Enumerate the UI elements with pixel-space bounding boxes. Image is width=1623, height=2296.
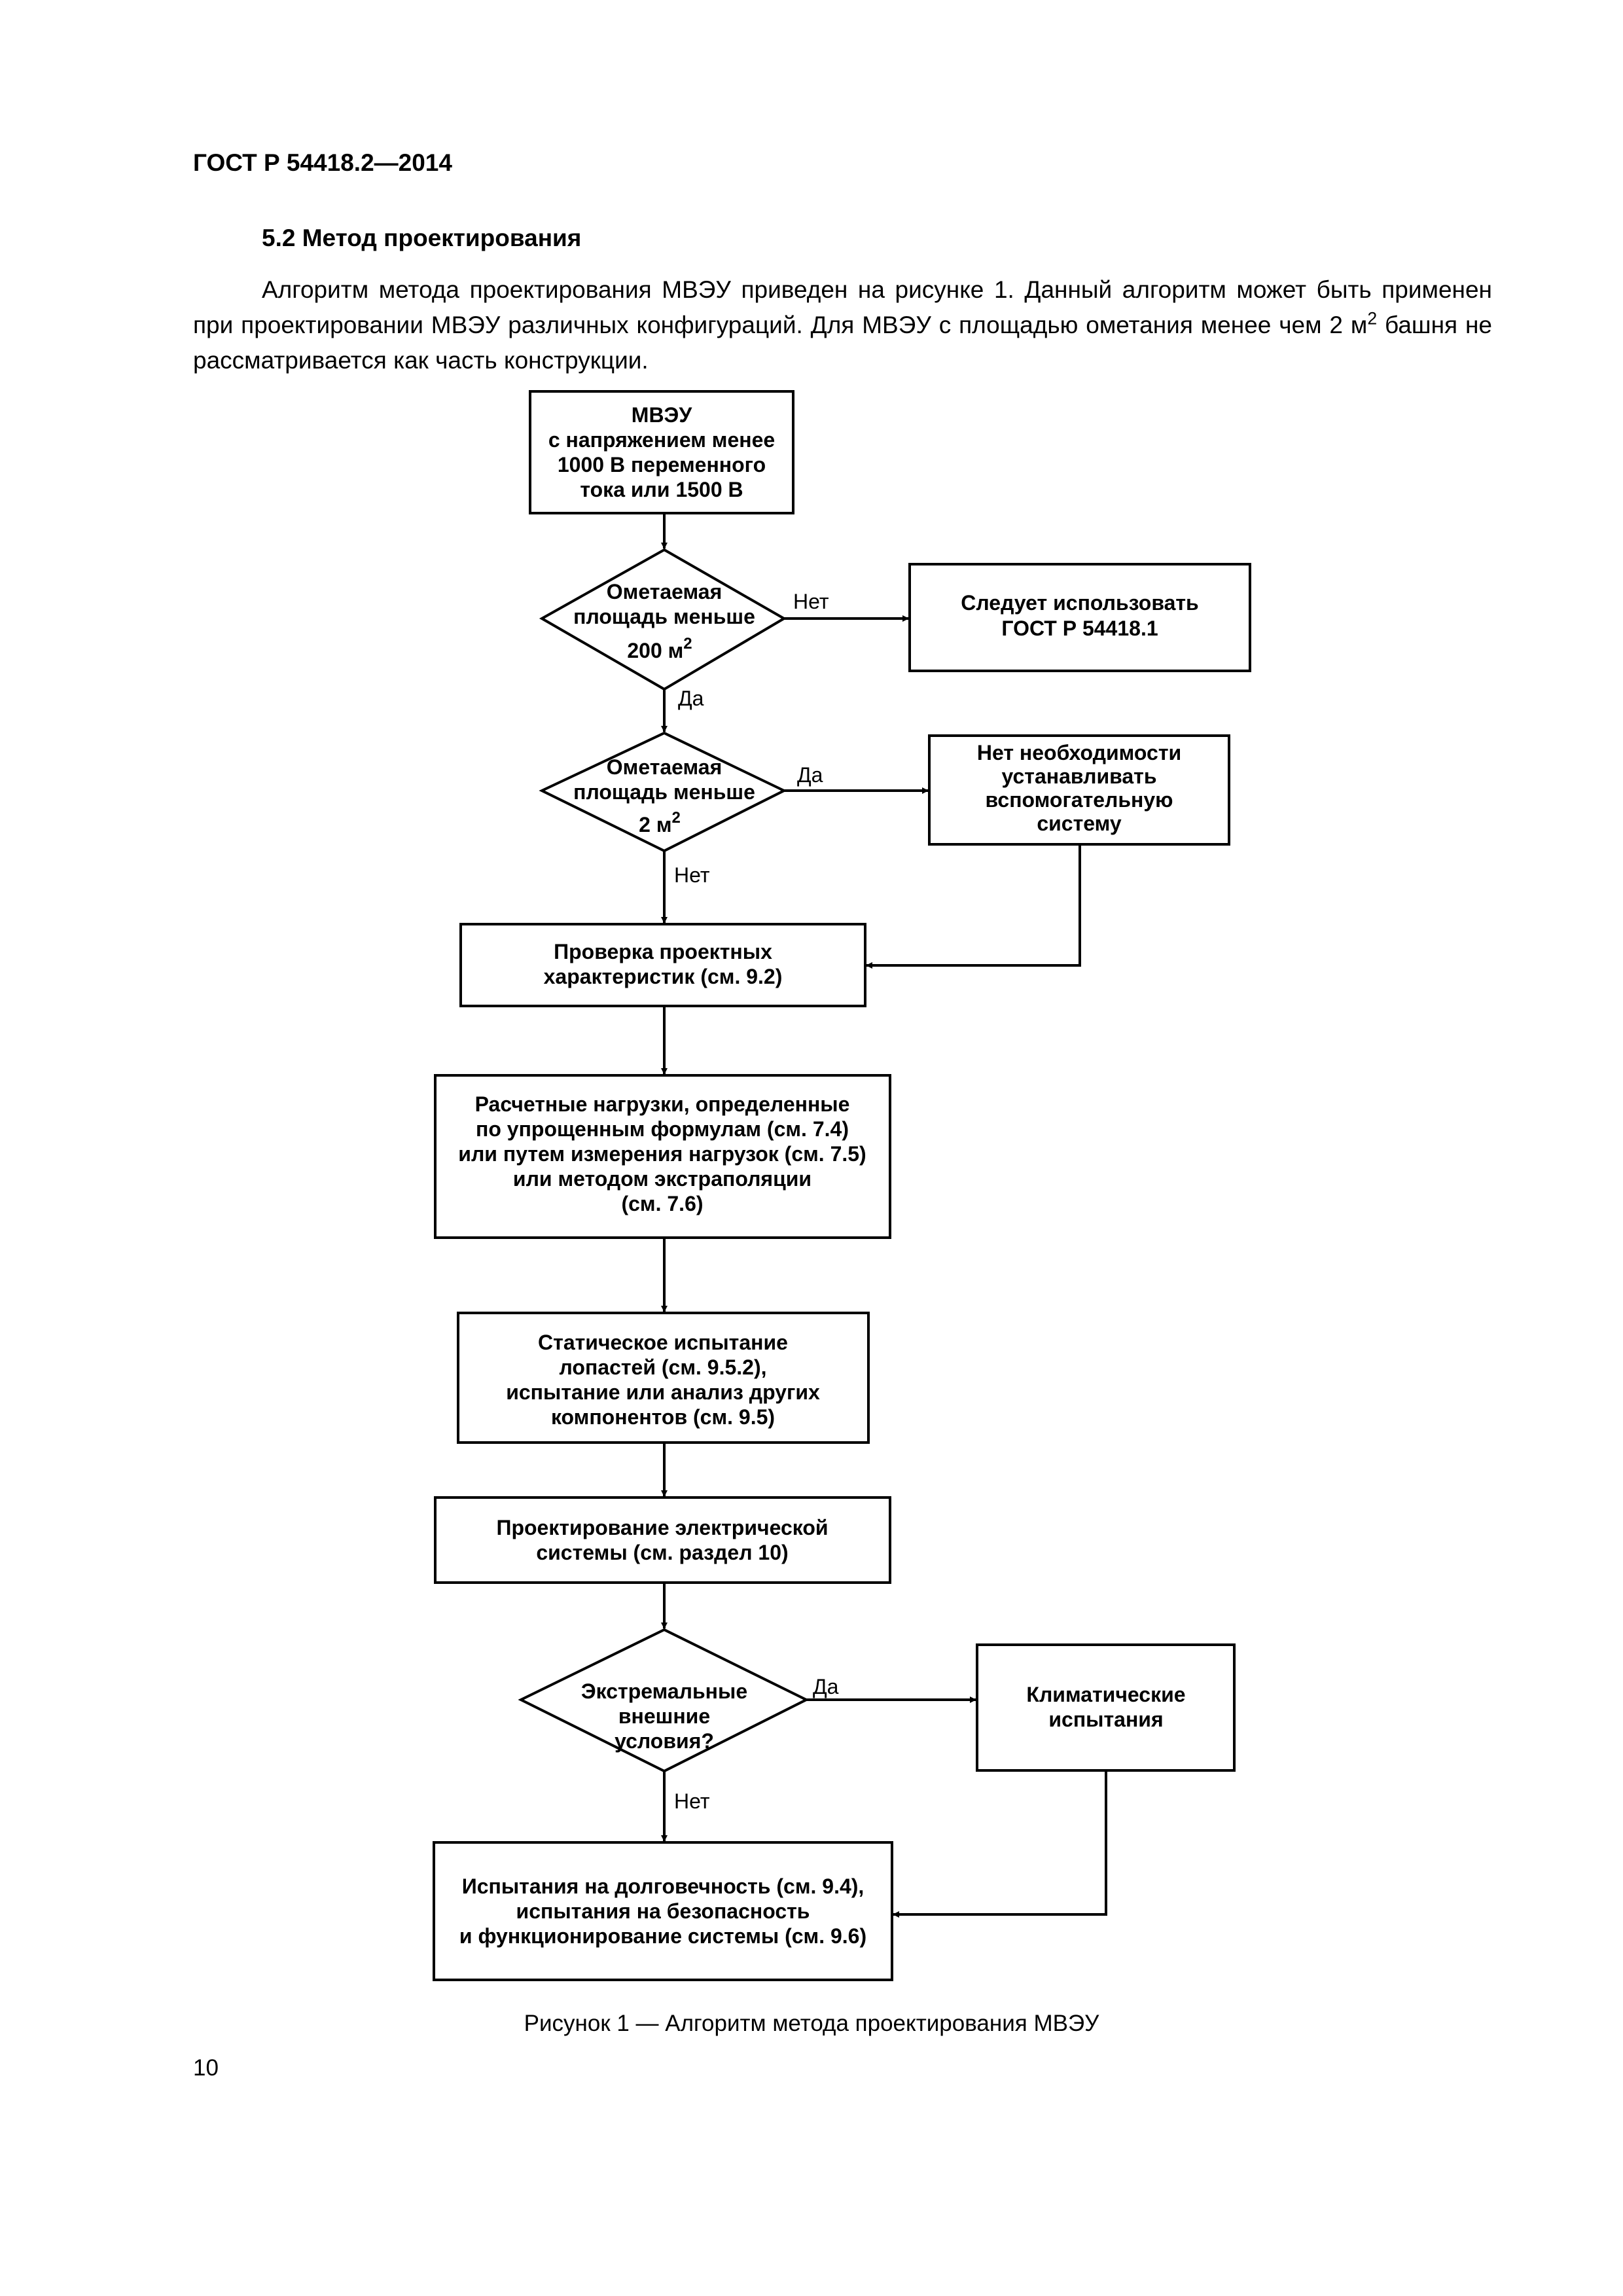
- d2-line-3: 2 м2: [639, 809, 681, 836]
- intro-paragraph: Алгоритм метода проектирования МВЭУ прив…: [193, 272, 1492, 378]
- start-line-2: с напряжением менее: [548, 428, 775, 452]
- start-line-3: 1000 В переменного: [558, 453, 766, 476]
- electric-line-1: Проектирование электрической: [496, 1516, 828, 1539]
- noneed-line-1: Нет необходимости: [977, 741, 1181, 764]
- climate-line-1: Климатические: [1026, 1683, 1185, 1706]
- d1-no-label: Нет: [793, 590, 829, 613]
- noneed-line-3: вспомогательную: [986, 788, 1173, 812]
- d2-line-3-text: 2 м: [639, 813, 671, 836]
- paragraph-superscript: 2: [1367, 308, 1378, 329]
- page-number: 10: [193, 2055, 219, 2081]
- climate-line-2: испытания: [1048, 1708, 1163, 1731]
- final-line-3: и функционирование системы (см. 9.6): [459, 1924, 866, 1948]
- d2-no-label: Нет: [674, 863, 710, 887]
- d1-line-3-sup: 2: [683, 635, 692, 653]
- d3-line-1: Экстремальные: [581, 1679, 747, 1703]
- paragraph-text-1: Алгоритм метода проектирования МВЭУ прив…: [193, 276, 1492, 338]
- electric-box: [434, 1496, 891, 1584]
- start-line-1: МВЭУ: [632, 403, 693, 427]
- gost-line-2: ГОСТ Р 54418.1: [1001, 617, 1158, 640]
- gost-box: [908, 563, 1251, 672]
- static-line-3: испытание или анализ других: [506, 1380, 820, 1404]
- static-line-4: компонентов (см. 9.5): [551, 1405, 775, 1429]
- d3-line-2: внешние: [618, 1704, 710, 1728]
- start-box: [529, 390, 794, 514]
- gost-line-1: Следует использовать: [961, 591, 1198, 615]
- document-header: ГОСТ Р 54418.2—2014: [193, 149, 452, 176]
- loads-line-4: или методом экстраполяции: [513, 1167, 812, 1191]
- d2-yes-label: Да: [797, 763, 823, 787]
- final-box: [433, 1841, 893, 1981]
- loads-line-3: или путем измерения нагрузок (см. 7.5): [458, 1142, 866, 1166]
- connector-noneed-check: [866, 844, 1081, 969]
- static-line-2: лопастей (см. 9.5.2),: [559, 1355, 766, 1379]
- d2-line-2: площадь меньше: [573, 780, 755, 804]
- loads-line-1: Расчетные нагрузки, определенные: [475, 1092, 850, 1116]
- d3-no-label: Нет: [674, 1789, 710, 1813]
- noneed-line-4: систему: [1037, 812, 1122, 835]
- d1-line-1: Ометаемая: [607, 580, 722, 603]
- d1-line-3-text: 200 м: [627, 639, 683, 662]
- loads-box: [434, 1074, 891, 1239]
- check-line-1: Проверка проектных: [554, 940, 772, 963]
- connector-climate-final: [893, 1770, 1107, 1918]
- figure-caption: Рисунок 1 — Алгоритм метода проектирован…: [524, 2011, 1099, 2036]
- section-title: 5.2 Метод проектирования: [262, 224, 582, 251]
- d3-line-3: условия?: [615, 1729, 714, 1753]
- d1-line-2: площадь меньше: [573, 605, 755, 628]
- start-line-4: тока или 1500 В: [580, 478, 743, 501]
- static-line-1: Статическое испытание: [538, 1331, 788, 1354]
- d1-line-3: 200 м2: [627, 635, 692, 662]
- d2-line-3-sup: 2: [672, 809, 681, 827]
- final-line-1: Испытания на долговечность (см. 9.4),: [462, 1874, 865, 1898]
- loads-line-2: по упрощенным формулам (см. 7.4): [476, 1117, 849, 1141]
- final-line-2: испытания на безопасность: [516, 1899, 810, 1923]
- electric-line-2: системы (см. раздел 10): [536, 1541, 788, 1564]
- check-line-2: характеристик (см. 9.2): [544, 965, 783, 988]
- noneed-line-2: устанавливать: [1001, 764, 1156, 788]
- paragraph-text-2: башня не рассматривается как часть конст…: [193, 312, 1492, 374]
- d2-line-1: Ометаемая: [607, 755, 722, 779]
- d1-yes-label: Да: [678, 687, 704, 710]
- d3-yes-label: Да: [813, 1675, 839, 1698]
- loads-line-5: (см. 7.6): [621, 1192, 703, 1215]
